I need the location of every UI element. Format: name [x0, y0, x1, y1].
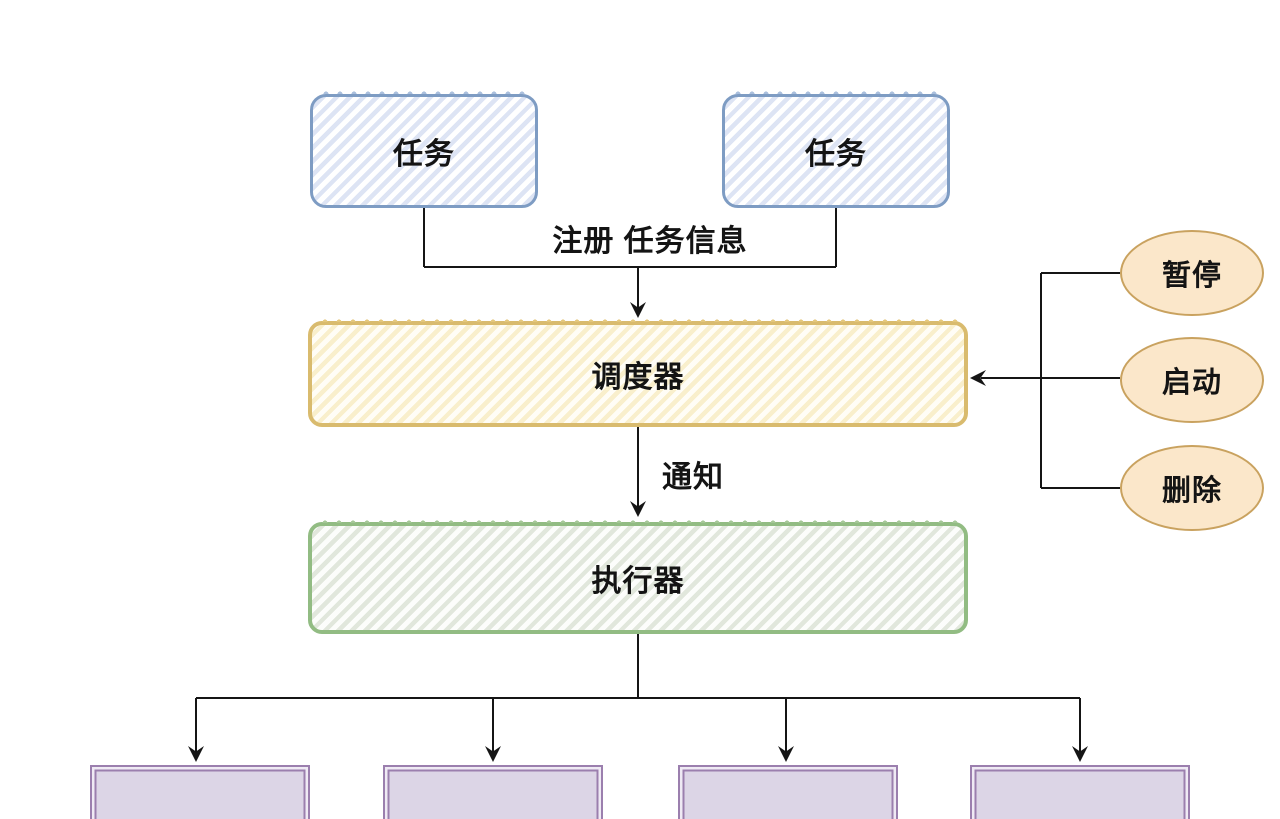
task-box-2: 任务	[722, 88, 950, 208]
arrow-down-icon	[630, 302, 646, 318]
delete-label: 删除	[1161, 475, 1222, 507]
worker-box-1	[90, 765, 310, 819]
control-ellipse-start: 启动	[1120, 337, 1264, 423]
worker-box-4	[970, 765, 1190, 819]
executor-box: 执行器	[308, 517, 968, 634]
arrow-down-icon	[1072, 746, 1088, 762]
arrow-down-icon	[485, 746, 501, 762]
start-label: 启动	[1161, 367, 1222, 399]
pause-label: 暂停	[1161, 260, 1222, 292]
task-box-1: 任务	[310, 88, 538, 208]
register-edge-label: 注册 任务信息	[552, 225, 748, 258]
executor-label: 执行器	[591, 565, 685, 598]
arrow-down-icon	[188, 746, 204, 762]
control-ellipse-pause: 暂停	[1120, 230, 1264, 316]
task-box-1-label: 任务	[393, 138, 455, 171]
arrow-left-icon	[970, 370, 986, 386]
arrow-down-icon	[778, 746, 794, 762]
arrow-down-icon	[630, 501, 646, 517]
scheduler-label: 调度器	[591, 361, 685, 394]
notify-edge-label: 通知	[662, 461, 724, 494]
worker-box-3	[678, 765, 898, 819]
scheduler-box: 调度器	[308, 316, 968, 427]
worker-box-2	[383, 765, 603, 819]
control-ellipse-delete: 删除	[1120, 445, 1264, 531]
task-box-2-label: 任务	[805, 138, 867, 171]
